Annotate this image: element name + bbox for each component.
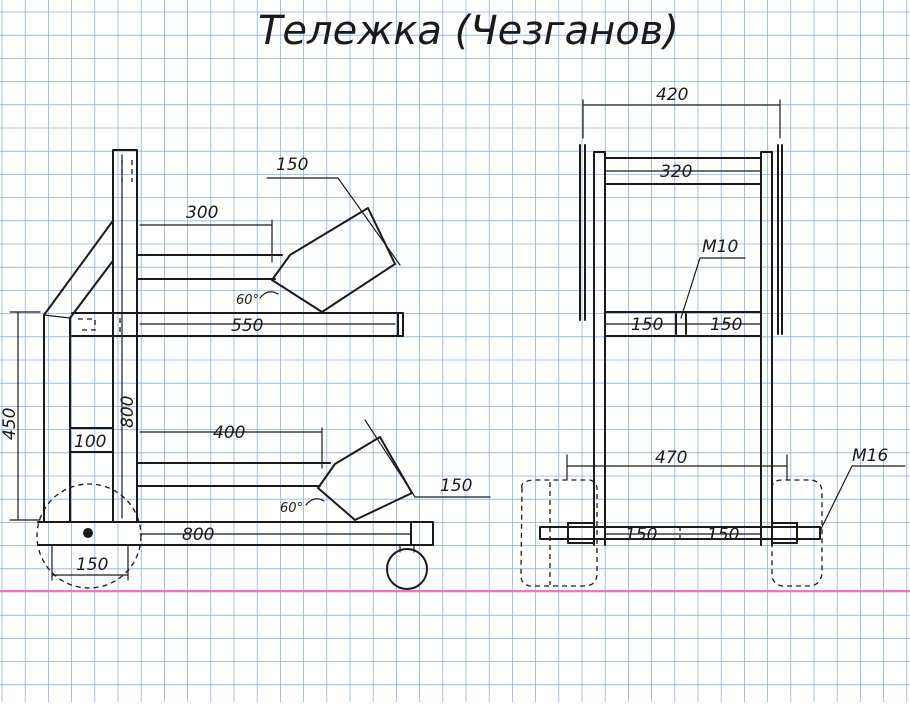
axle-bolt [83,528,93,538]
front-right-upright [760,151,773,546]
dim-m16: M16 [852,446,888,466]
top-angle-arc [259,291,279,299]
post-top-hidden [121,160,133,182]
dim-150-mid-left: 150 [631,315,663,335]
dim-line-m16 [819,465,906,532]
front-left-handle [579,144,586,321]
side-view: 300 150 60° 550 400 150 60° 800 100 150 … [0,149,491,590]
dim-line-300 [139,219,273,263]
dim-470: 470 [655,448,687,468]
handle-joint [43,314,71,319]
dim-60-lower: 60° [280,501,303,516]
dim-150-wheel: 150 [76,555,108,575]
front-wheel [386,548,428,590]
dim-800-vertical: 800 [118,396,138,428]
top-arm [136,254,283,280]
dim-320: 320 [660,162,692,182]
dim-line-150-wheel [51,545,129,581]
dim-550: 550 [231,316,263,336]
dim-150-axle-left: 150 [625,525,657,545]
dim-line-470 [566,454,788,481]
dim-150-axle-right: 150 [707,525,739,545]
dim-400: 400 [213,423,245,443]
dim-800-base: 800 [182,525,214,545]
top-tray [271,207,396,313]
dim-100: 100 [74,432,106,452]
dim-60-top: 60° [236,293,259,308]
dim-m10: M10 [702,237,738,257]
dim-line-400 [139,427,323,469]
dim-150-lower: 150 [440,476,472,496]
top-shelf-tube [71,312,404,337]
rear-wheel [36,483,142,589]
dim-line-420 [582,99,781,139]
front-left-upright [593,151,606,546]
dim-450: 450 [0,408,20,440]
front-top-crossbar [604,157,762,185]
front-right-handle [777,144,783,335]
lower-arm [136,462,331,487]
dim-150-mid-right: 150 [710,315,742,335]
lower-tray [317,436,413,521]
dim-line-m10 [680,257,746,319]
front-wheel-fork [399,544,415,553]
dim-150-top: 150 [276,155,308,175]
top-shelf-hidden [78,318,121,334]
dim-420: 420 [656,85,688,105]
dim-line-150-top [266,177,401,266]
base-tube [37,521,434,546]
front-view: 420 320 M10 150 150 470 M16 150 150 [520,85,906,587]
dim-300: 300 [186,203,218,223]
dim-line-450 [9,311,41,521]
dim-line-150-lower [364,419,491,498]
front-left-wheel [520,479,598,587]
spacer-block [69,427,113,453]
lower-angle-arc [305,498,325,506]
drawing-title: Тележка (Чезганов) [258,8,679,54]
front-right-wheel [771,479,823,587]
